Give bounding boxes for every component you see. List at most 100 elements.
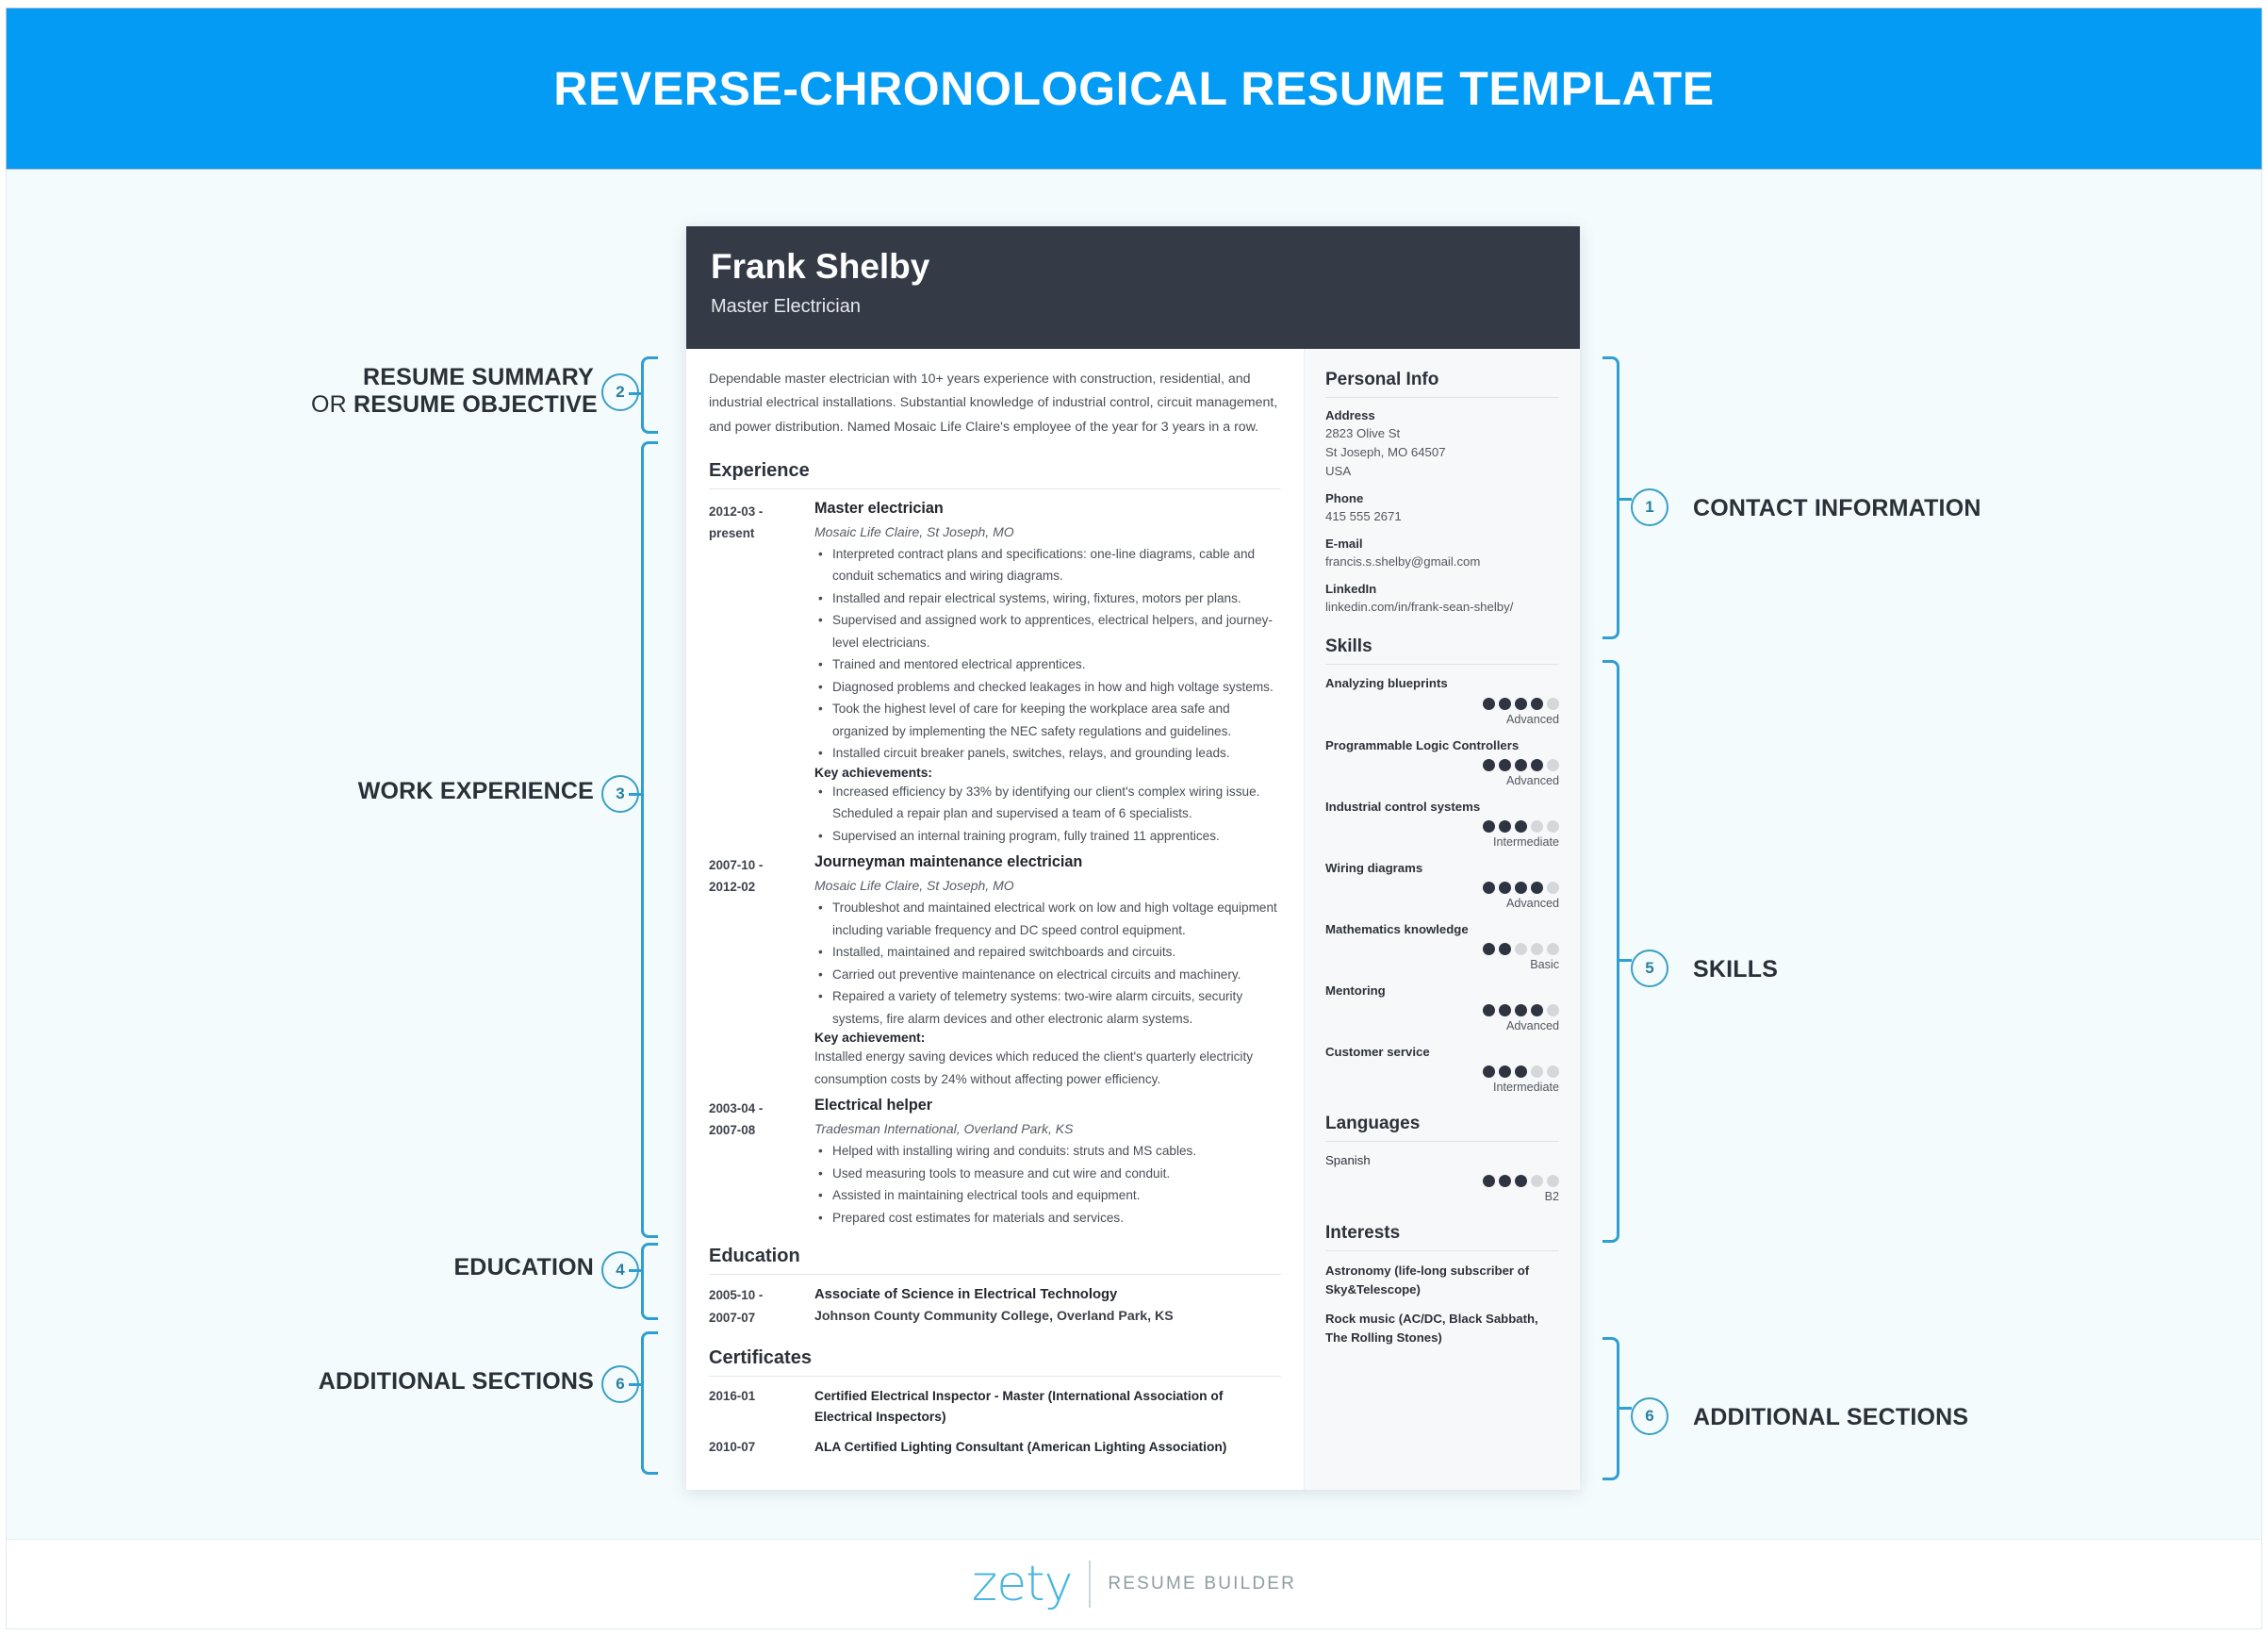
rating-dot xyxy=(1483,1004,1495,1017)
skill-level: Advanced xyxy=(1505,897,1559,910)
experience-bullet: Carried out preventive maintenance on el… xyxy=(814,964,1281,986)
annotation-line-additional-sections-left: ADDITIONAL SECTIONS xyxy=(318,1368,594,1395)
language-level: B2 xyxy=(1544,1189,1559,1203)
personal-info-linkedin-label: LinkedIn xyxy=(1325,582,1377,597)
key-achievement-bullet: Increased efficiency by 33% by identifyi… xyxy=(814,781,1281,825)
annotation-line-work-experience: WORK EXPERIENCE xyxy=(357,778,594,804)
experience-bullet: Prepared cost estimates for materials an… xyxy=(814,1207,1281,1230)
skill-name: Wiring diagrams xyxy=(1325,860,1423,875)
experience-dates: 2012-03 -present xyxy=(709,499,814,848)
rating-dot xyxy=(1531,758,1543,771)
annotation-number-2-text: 2 xyxy=(616,383,625,401)
banner-title: REVERSE-CHRONOLOGICAL RESUME TEMPLATE xyxy=(553,62,1715,115)
section-title-education: Education xyxy=(709,1246,1281,1276)
skill-level: Intermediate xyxy=(1492,1081,1559,1095)
resume-job-title: Master Electrician xyxy=(711,295,861,317)
annotation-line-2-bold: RESUME OBJECTIVE xyxy=(353,391,598,418)
personal-info-phone-label: Phone xyxy=(1325,491,1364,506)
experience-bullet-list: Helped with installing wiring and condui… xyxy=(814,1140,1281,1229)
bracket-right-additional-sections xyxy=(1602,1337,1619,1480)
tick-left-work-experience xyxy=(629,793,641,796)
address-line-3: USA xyxy=(1325,464,1352,479)
experience-company: Mosaic Life Claire, St Joseph, MO xyxy=(814,523,1014,539)
rating-dot xyxy=(1515,1174,1527,1187)
experience-dates: 2007-10 -2012-02 xyxy=(709,852,814,1090)
annotation-number-6-left-text: 6 xyxy=(616,1375,625,1393)
experience-bullet: Diagnosed problems and checked leakages … xyxy=(814,676,1281,699)
sidebar-title-languages: Languages xyxy=(1325,1114,1559,1143)
skill-name: Customer service xyxy=(1325,1045,1430,1060)
annotation-line-skills: SKILLS xyxy=(1693,956,1779,983)
rating-dot xyxy=(1547,882,1559,894)
skill-rating-dots xyxy=(1325,819,1559,833)
page-footer: zety RESUME BUILDER xyxy=(6,1539,2262,1629)
interests-list: Astronomy (life-long subscriber of Sky&T… xyxy=(1325,1262,1559,1348)
tick-left-summary xyxy=(629,392,641,395)
rating-dot xyxy=(1531,882,1543,894)
certificate-date: 2016-01 xyxy=(709,1388,756,1403)
address-line-1: 2823 Olive St xyxy=(1325,426,1401,440)
rating-dot xyxy=(1515,1065,1527,1079)
experience-date-line: 2007-08 xyxy=(709,1123,756,1138)
skill-name: Mentoring xyxy=(1325,983,1386,999)
bracket-right-contact-information xyxy=(1602,356,1619,639)
key-achievement-text: Installed energy saving devices which re… xyxy=(814,1049,1254,1086)
annotation-label-education: EDUCATION xyxy=(311,1254,594,1281)
rating-dot xyxy=(1547,819,1559,833)
experience-bullet: Used measuring tools to measure and cut … xyxy=(814,1163,1281,1185)
skill-level: Intermediate xyxy=(1492,834,1559,849)
language-name: Spanish xyxy=(1325,1153,1371,1168)
rating-dot xyxy=(1483,1174,1495,1187)
key-achievement-label: Key achievements: xyxy=(814,765,933,780)
skill-name: Programmable Logic Controllers xyxy=(1325,737,1520,752)
rating-dot xyxy=(1483,758,1495,771)
experience-date-line: 2003-04 - xyxy=(709,1101,764,1116)
experience-bullet: Installed, maintained and repaired switc… xyxy=(814,941,1281,964)
annotation-number-4-text: 4 xyxy=(616,1261,625,1279)
annotation-line-1: RESUME SUMMARY xyxy=(363,364,594,390)
personal-info-linkedin-value: linkedin.com/in/frank-sean-shelby/ xyxy=(1325,600,1514,615)
resume-body: Dependable master electrician with 10+ y… xyxy=(686,349,1580,1490)
personal-info-email-label: E-mail xyxy=(1325,537,1363,552)
skill-rating-dots xyxy=(1325,943,1559,956)
annotation-number-3-text: 3 xyxy=(616,784,625,802)
rating-dot xyxy=(1515,1004,1527,1017)
rating-dot xyxy=(1483,882,1495,894)
rating-dot xyxy=(1531,819,1543,833)
experience-bullet: Interpreted contract plans and specifica… xyxy=(814,543,1281,587)
resume-summary-text: Dependable master electrician with 10+ y… xyxy=(709,372,1278,435)
rating-dot xyxy=(1483,1065,1495,1079)
sidebar-title-personal-info: Personal Info xyxy=(1325,370,1559,398)
experience-job-title: Master electrician xyxy=(814,499,944,517)
rating-dot xyxy=(1531,1065,1543,1079)
address-line-2: St Joseph, MO 64507 xyxy=(1325,445,1446,460)
skill-rating-dots xyxy=(1325,758,1559,771)
tick-left-additional-sections xyxy=(629,1383,641,1386)
annotation-label-skills: SKILLS xyxy=(1693,956,1778,983)
education-dates: 2005-10 -2007-07 xyxy=(709,1284,814,1329)
experience-job-title: Electrical helper xyxy=(814,1097,933,1115)
annotation-label-work-experience: WORK EXPERIENCE xyxy=(311,778,594,805)
zety-logo[interactable]: zety RESUME BUILDER xyxy=(972,1560,1296,1609)
personal-info-email-value: francis.s.shelby@gmail.com xyxy=(1325,554,1481,570)
annotation-line-2: OR RESUME OBJECTIVE xyxy=(311,391,598,419)
experience-date-line: present xyxy=(709,525,755,540)
skill-rating-dots xyxy=(1325,697,1559,710)
annotation-number-1-text: 1 xyxy=(1645,498,1654,516)
experience-bullet: Took the highest level of care for keepi… xyxy=(814,698,1281,742)
rating-dot xyxy=(1547,758,1559,771)
skill-rating-dots xyxy=(1325,882,1559,894)
